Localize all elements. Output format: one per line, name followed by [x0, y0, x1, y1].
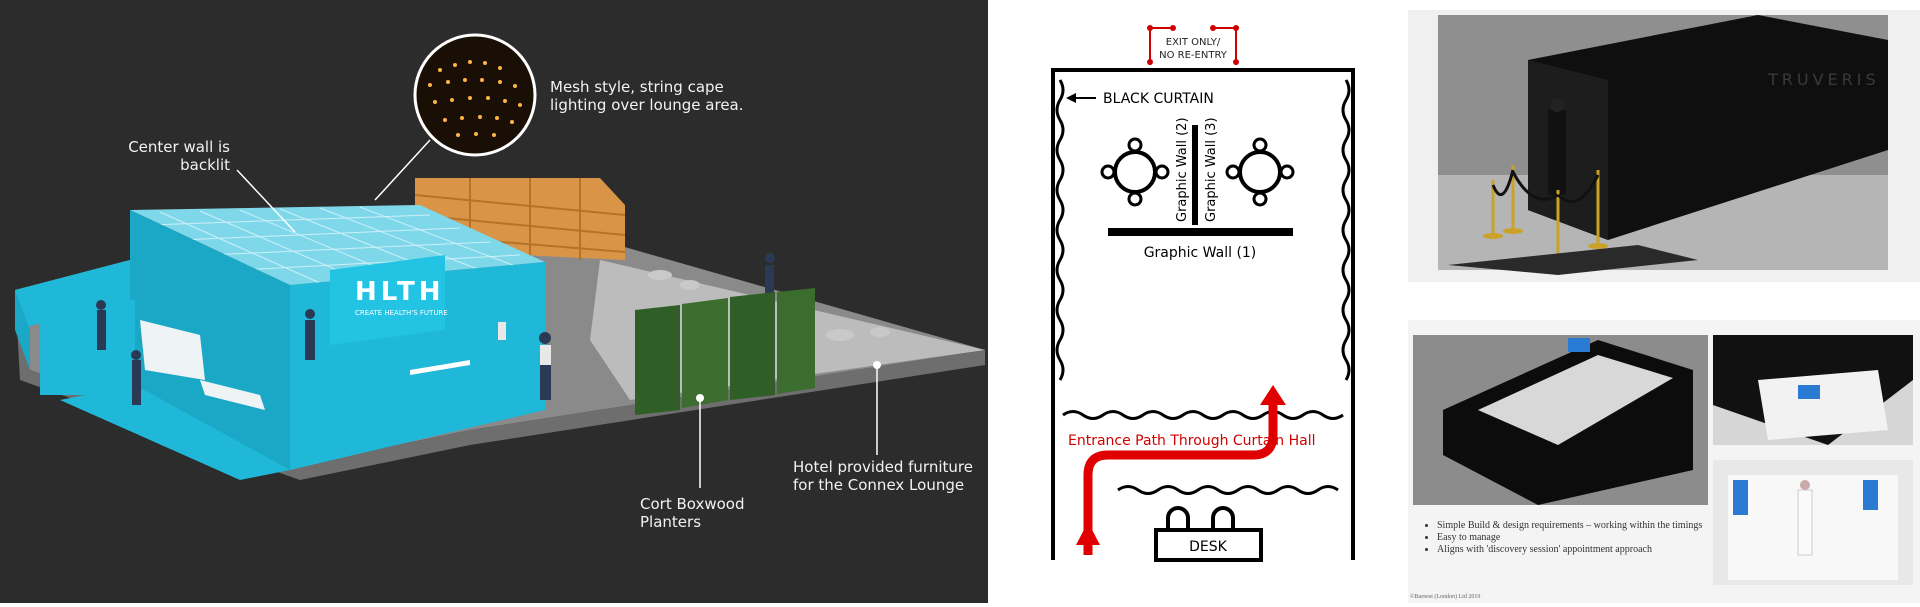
- booth-tagline-text: CREATE HEALTH'S FUTURE: [355, 309, 448, 317]
- center-wall-annotation: Center wall is backlit: [128, 138, 230, 174]
- mesh-lighting-detail-circle: [413, 33, 537, 157]
- booth-logo-text: HLTH: [355, 277, 445, 307]
- booth-render-illustration: HLTH CREATE HEALTH'S FUTURE: [15, 33, 985, 488]
- graphic-wall-2-label: Graphic Wall (2): [1175, 117, 1190, 222]
- floorplan-panel: EXIT ONLY/ NO RE-ENTRY BLACK CURTAIN Gra…: [988, 0, 1408, 603]
- booth-render-panel: HLTH CREATE HEALTH'S FUTURE: [0, 0, 988, 603]
- boxwood-annotation: Cort Boxwood Planters: [640, 495, 745, 531]
- bullet-item: Simple Build & design requirements – wor…: [1437, 520, 1708, 532]
- exit-label-line2: NO RE-ENTRY: [1159, 50, 1228, 61]
- copyright-footer: ©Barnest (London) Ltd 2019: [1410, 594, 1481, 600]
- entrance-path-label: Entrance Path Through Curtain Hall: [1068, 433, 1315, 449]
- bullet-list: Simple Build & design requirements – wor…: [1423, 520, 1708, 556]
- truveris-renders: TRUVERIS: [1408, 10, 1920, 603]
- truveris-brand-text: TRUVERIS: [1767, 70, 1880, 89]
- bullet-item: Easy to manage: [1437, 532, 1708, 544]
- exit-label-line1: EXIT ONLY/: [1166, 37, 1221, 48]
- bullet-item: Aligns with 'discovery session' appointm…: [1437, 544, 1708, 556]
- graphic-wall-3-label: Graphic Wall (3): [1204, 117, 1219, 222]
- desk-label: DESK: [1189, 539, 1228, 555]
- black-curtain-label: BLACK CURTAIN: [1103, 91, 1214, 107]
- truveris-renders-panel: TRUVERIS Simple B: [1408, 0, 1920, 603]
- floorplan-diagram: EXIT ONLY/ NO RE-ENTRY BLACK CURTAIN Gra…: [1051, 25, 1355, 562]
- hotel-furniture-annotation: Hotel provided furniture for the Connex …: [793, 458, 973, 494]
- graphic-wall-1-label: Graphic Wall (1): [1144, 245, 1257, 261]
- mesh-lighting-annotation: Mesh style, string cape lighting over lo…: [550, 78, 744, 114]
